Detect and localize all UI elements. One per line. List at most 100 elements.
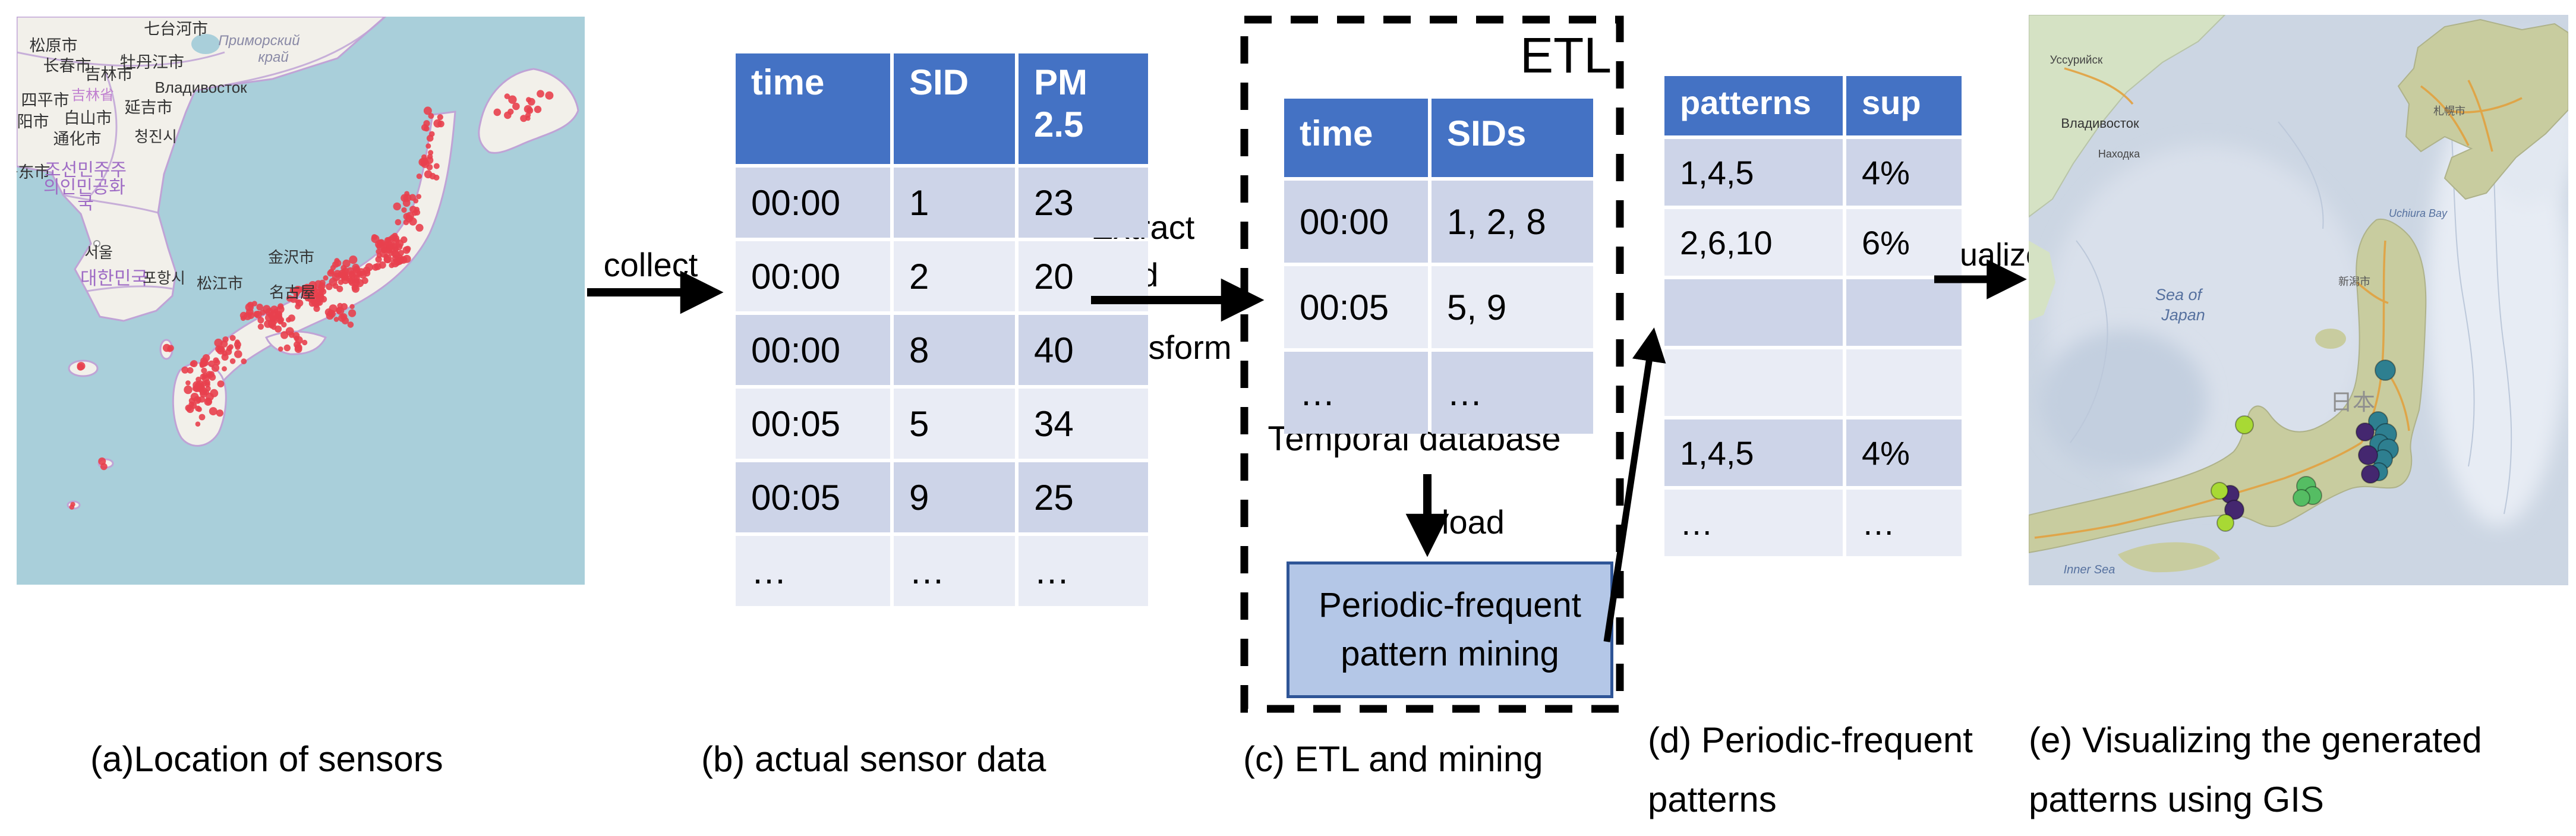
sensor-dot <box>398 250 404 256</box>
caption-e-line2: patterns using GIS <box>2029 780 2324 819</box>
sensor-dot <box>392 232 398 239</box>
sensor-dot <box>234 350 242 358</box>
sensor-dot <box>427 153 433 160</box>
sensor-dot <box>416 173 422 179</box>
sensor-dot <box>301 285 308 291</box>
sensor-dot <box>379 261 386 269</box>
sensor-dot <box>534 105 542 113</box>
table-cell: 00:05 <box>736 462 890 532</box>
sensor-dot <box>69 504 75 510</box>
table-cell: 4% <box>1846 139 1962 206</box>
korea-land <box>2029 241 2055 321</box>
sensor-dot <box>421 159 430 168</box>
sensor-dot <box>195 421 201 427</box>
sensor-dot <box>209 374 216 381</box>
column-header: SID <box>894 53 1015 164</box>
sensor-dot <box>381 247 387 253</box>
sensor-dot <box>214 338 223 348</box>
map-label: 서울 <box>84 244 113 261</box>
sensor-dot <box>392 243 398 250</box>
sensor-dot <box>333 317 339 322</box>
sensor-dot <box>347 321 354 328</box>
sensor-dot <box>241 358 247 365</box>
sensor-dot <box>405 245 411 252</box>
sensor-dot <box>336 285 343 292</box>
sensor-dot <box>414 207 420 212</box>
map-label: Находка <box>2098 148 2140 160</box>
sensor-dot <box>345 275 352 282</box>
sensor-dot <box>308 281 317 290</box>
table-cell: … <box>736 536 890 606</box>
sensor-dot <box>100 463 108 471</box>
caption-d-line2: patterns <box>1648 780 1777 819</box>
sensor-dot <box>508 95 517 104</box>
sensor-dot <box>205 398 212 405</box>
sensor-dot <box>194 381 203 391</box>
sensor-dot <box>270 315 276 321</box>
pattern-dot-purple <box>2224 500 2244 520</box>
sensor-dot <box>283 344 291 352</box>
sensor-dot <box>433 119 442 128</box>
sensor-dot <box>338 279 344 285</box>
table-cell: … <box>1019 536 1148 606</box>
table-cell: 20 <box>1019 241 1148 311</box>
sensor-dot <box>339 272 345 277</box>
sensor-dot <box>254 310 262 318</box>
sensor-dot <box>337 302 343 309</box>
sensor-dot <box>245 302 254 312</box>
map-label: Приморский <box>218 33 299 49</box>
sensor-dot <box>393 202 401 211</box>
table-cell: 8 <box>894 315 1015 385</box>
caption-e: (e) Visualizing the generated patterns u… <box>2029 711 2482 829</box>
table-cell: … <box>1284 352 1428 434</box>
sensor-dot <box>275 314 280 319</box>
sensor-dot <box>220 340 228 348</box>
table-cell: 4% <box>1846 419 1962 486</box>
map-label: 金沢市 <box>268 248 314 266</box>
sensor-dot <box>402 254 411 263</box>
map-label: 通化市 <box>53 130 102 148</box>
sensor-dot <box>395 219 402 226</box>
map-label: 조선민주주 <box>45 160 127 180</box>
sensor-dot <box>371 234 377 240</box>
table-cell: 34 <box>1019 389 1148 459</box>
pattern-dots <box>2211 359 2399 532</box>
column-header: time <box>736 53 890 164</box>
table-row <box>1664 349 1962 416</box>
map-label: 松江市 <box>197 275 243 292</box>
table-cell: 1, 2, 8 <box>1432 181 1593 263</box>
shikoku-land <box>2118 542 2220 573</box>
sensor-dot <box>425 143 431 149</box>
caption-d: (d) Periodic-frequent patterns <box>1648 711 1973 829</box>
caption-b: (b) actual sensor data <box>701 739 1046 779</box>
sensor-dot <box>295 299 304 307</box>
map-label: 札幌市 <box>2433 105 2465 117</box>
map-label: 日本 <box>2330 390 2375 415</box>
pattern-dot-purple <box>2356 422 2375 441</box>
honshu-land <box>2029 218 2427 554</box>
table-cell: 1,4,5 <box>1664 139 1843 206</box>
sensor-dot <box>235 339 240 345</box>
sensor-dot <box>288 314 295 322</box>
load-label: load <box>1442 503 1505 541</box>
lake <box>191 34 220 54</box>
sensor-dot <box>269 323 275 329</box>
sensor-dot <box>211 364 220 372</box>
table-cell: 2 <box>894 241 1015 311</box>
sensor-location-map: 七台河市Приморскийкрай松原市长春市牡丹江市吉林市Владивост… <box>17 17 585 585</box>
sensor-dot <box>276 305 285 313</box>
sensor-dot <box>388 250 394 256</box>
sensor-dot <box>526 97 532 103</box>
map-a-labels: 七台河市Приморскийкрай松原市长春市牡丹江市吉林市Владивост… <box>17 20 316 301</box>
map-label: 长春市 <box>43 57 92 75</box>
sensor-dot <box>200 390 207 398</box>
table-cell: 23 <box>1019 168 1148 238</box>
map-label: 국 <box>77 194 94 213</box>
